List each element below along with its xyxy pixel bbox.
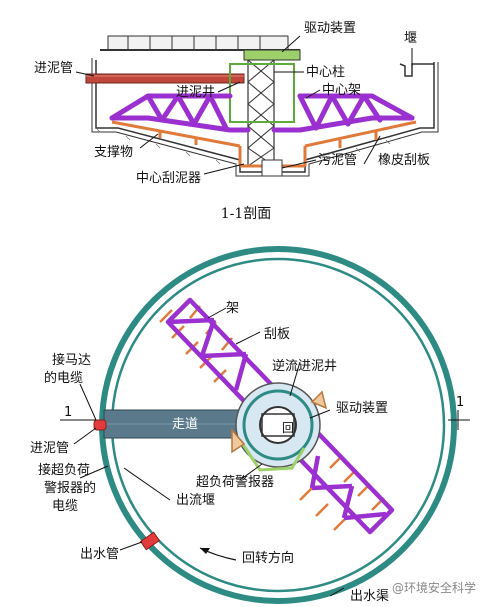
label-weir: 堰 [404, 31, 417, 46]
label-overload-cable-3: 电缆 [52, 498, 78, 514]
overload-alarm-area [238, 439, 306, 472]
plan-drive-unit [259, 406, 297, 444]
label-overflow-weir: 出流堰 [176, 493, 215, 508]
label-center-scraper: 中心刮泥器 [136, 171, 201, 186]
label-overload-cable-1: 接超负荷 [38, 462, 90, 478]
center-column [247, 55, 275, 167]
plan-inlet-pipe [93, 419, 107, 431]
plan-view: 回 架 刮板 逆流进泥井 接马达 [30, 246, 476, 604]
label-scraper: 刮板 [264, 327, 290, 342]
center-blades [231, 390, 328, 454]
wall-hatching [95, 127, 391, 165]
inlet-well [229, 63, 295, 123]
label-section-mark-left: 1 [64, 405, 72, 420]
weir [399, 63, 434, 77]
label-plan-inlet-pipe: 进泥管 [30, 441, 69, 456]
center-frame [109, 93, 415, 133]
label-motor-cable-1: 接马达 [52, 352, 91, 368]
label-support: 支撑物 [94, 145, 133, 160]
sludge-pipe [261, 159, 283, 177]
label-reverse-inlet-well: 逆流进泥井 [272, 358, 337, 374]
label-sludge-pipe: 污泥管 [318, 153, 357, 168]
drive-symbol: 回 [282, 421, 294, 435]
plan-frame [165, 297, 395, 535]
label-overload-alarm: 超负荷警报器 [196, 474, 274, 490]
label-channel: 出水渠 [350, 589, 389, 604]
section-inlet-pipe [85, 73, 245, 84]
label-rotation: 回转方向 [242, 550, 294, 566]
label-drive: 驱动装置 [304, 21, 356, 36]
label-motor-cable-2: 的电缆 [44, 370, 83, 386]
section-drive-unit [243, 49, 301, 61]
label-plan-outlet-pipe: 出水管 [80, 547, 119, 562]
label-frame: 架 [226, 301, 239, 316]
section-scraper [111, 120, 417, 148]
label-inlet-pipe: 进泥管 [34, 61, 73, 76]
drive-bridge [100, 35, 300, 51]
plan-outlet-pipe [139, 531, 161, 551]
section-title: 1-1剖面 [221, 206, 272, 222]
label-center-column: 中心柱 [306, 65, 345, 80]
section-view: 驱动装置 堰 进泥管 中心柱 进泥井 中心架 支撑物 污泥管 橡皮刮板 中心刮泥… [34, 21, 439, 222]
label-section-mark-right: 1 [456, 395, 464, 410]
label-plan-drive: 驱动装置 [336, 401, 388, 416]
watermark: @环境安全科学 [392, 580, 476, 595]
label-center-frame: 中心架 [322, 83, 361, 98]
label-inlet-well: 进泥井 [176, 85, 215, 100]
label-walkway: 走道 [172, 417, 198, 432]
label-overload-cable-2: 警报器的 [44, 480, 96, 496]
label-rubber-scraper: 橡皮刮板 [378, 153, 430, 168]
